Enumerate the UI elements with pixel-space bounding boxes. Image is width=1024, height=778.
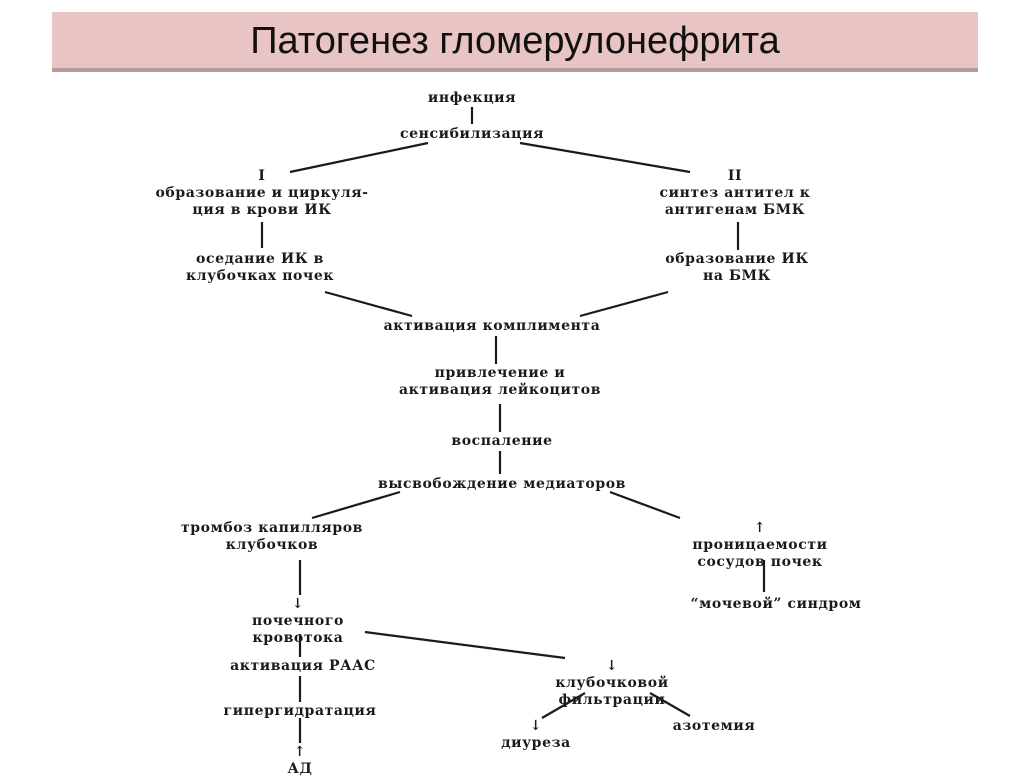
node-inflammation-label: воспаление [451, 433, 553, 449]
node-ic-formation: I образование и циркуля- ция в крови ИК [155, 168, 368, 219]
node-ic-on-gbm-line1: образование ИК [665, 251, 809, 267]
node-urinary-syndrome: “мочевой” синдром [690, 596, 861, 613]
node-raas-label: активация РААС [230, 658, 376, 674]
node-gfr: ↓ клубочковой фильтрации [555, 658, 668, 709]
page-title: Патогенез гломерулонефрита [250, 20, 780, 62]
node-urinary-syndrome-label: “мочевой” синдром [690, 596, 862, 612]
node-complement: активация комплимента [384, 318, 601, 335]
node-sensitization-label: сенсибилизация [399, 126, 545, 142]
edge-mediators-permeability [609, 490, 681, 520]
node-permeability-line2: сосудов почек [697, 554, 823, 570]
node-permeability-text: проницаемости [692, 537, 828, 553]
down-arrow-icon: ↓ [291, 596, 305, 612]
node-gfr-line2: фильтрации [558, 692, 666, 708]
node-renal-flow-line1: ↓ почечного [252, 596, 344, 630]
branch-1-label: I [258, 168, 266, 184]
node-azotemia: азотемия [673, 718, 756, 735]
node-ic-deposition-line1: оседание ИК в [196, 251, 324, 267]
node-sensitization: сенсибилизация [400, 126, 544, 143]
node-ic-on-gbm: образование ИК на БМК [665, 251, 808, 285]
node-azotemia-label: азотемия [672, 718, 756, 734]
node-permeability-line1: ↑ проницаемости [692, 520, 827, 554]
title-bar [52, 12, 978, 70]
title-bar-shadow [52, 68, 978, 72]
node-permeability: ↑ проницаемости сосудов почек [692, 520, 827, 571]
node-raas: активация РААС [230, 658, 376, 675]
node-antibody-synthesis-line2: антигенам БМК [664, 202, 806, 218]
up-arrow-icon: ↑ [753, 520, 767, 536]
node-ic-on-gbm-line2: на БМК [702, 268, 771, 284]
node-leukocytes-line1: привлечение и [434, 365, 566, 381]
edge-sensitization-branch2 [519, 141, 691, 174]
node-blood-pressure-line: ↑ АД [287, 744, 312, 778]
node-thrombosis-line1: тромбоз капилляров [181, 520, 363, 536]
edge-icdeposition-complement [324, 290, 413, 318]
node-leukocytes: привлечение и активация лейкоцитов [399, 365, 601, 399]
node-antibody-synthesis: II синтез антител к антигенам БМК [660, 168, 811, 219]
node-ic-formation-line1: образование и циркуля- [155, 185, 369, 201]
node-mediators-label: высвобождение медиаторов [378, 476, 626, 492]
node-hyperhydration: гипергидратация [224, 703, 377, 720]
node-infection-label: инфекция [427, 90, 517, 106]
node-gfr-text: клубочковой [555, 675, 669, 691]
edge-sensitization-branch1 [289, 141, 429, 174]
node-inflammation: воспаление [451, 433, 552, 450]
node-infection: инфекция [428, 90, 516, 107]
node-ic-deposition-line2: клубочках почек [185, 268, 335, 284]
node-diuresis: ↓ диуреза [501, 718, 571, 752]
edge-mediators-thrombosis [311, 490, 401, 520]
node-diuresis-line: ↓ диуреза [501, 718, 571, 752]
node-gfr-line1: ↓ клубочковой [555, 658, 668, 692]
node-mediators: высвобождение медиаторов [378, 476, 626, 493]
node-diuresis-text: диуреза [501, 735, 571, 751]
node-renal-flow-line2: кровотока [252, 630, 344, 646]
up-arrow-icon: ↑ [293, 744, 307, 760]
node-antibody-synthesis-line1: синтез антител к [659, 185, 811, 201]
node-thrombosis: тромбоз капилляров клубочков [181, 520, 363, 554]
node-complement-label: активация комплимента [383, 318, 601, 334]
edge-renalflow-gfr [364, 630, 566, 660]
edge-gfr-azotemia [649, 692, 691, 717]
edge-icgbm-complement [579, 290, 669, 318]
edge-gfr-diuresis [541, 692, 586, 719]
node-renal-flow: ↓ почечного кровотока [252, 596, 344, 647]
node-leukocytes-line2: активация лейкоцитов [398, 382, 602, 398]
node-ic-deposition: оседание ИК в клубочках почек [186, 251, 334, 285]
down-arrow-icon: ↓ [529, 718, 543, 734]
node-blood-pressure: ↑ АД [287, 744, 312, 778]
node-thrombosis-line2: клубочков [225, 537, 319, 553]
node-blood-pressure-text: АД [287, 761, 313, 777]
node-ic-formation-line2: ция в крови ИК [192, 202, 332, 218]
node-renal-flow-text: почечного [252, 613, 344, 629]
down-arrow-icon: ↓ [605, 658, 619, 674]
node-hyperhydration-label: гипергидратация [223, 703, 377, 719]
branch-2-label: II [727, 168, 743, 184]
